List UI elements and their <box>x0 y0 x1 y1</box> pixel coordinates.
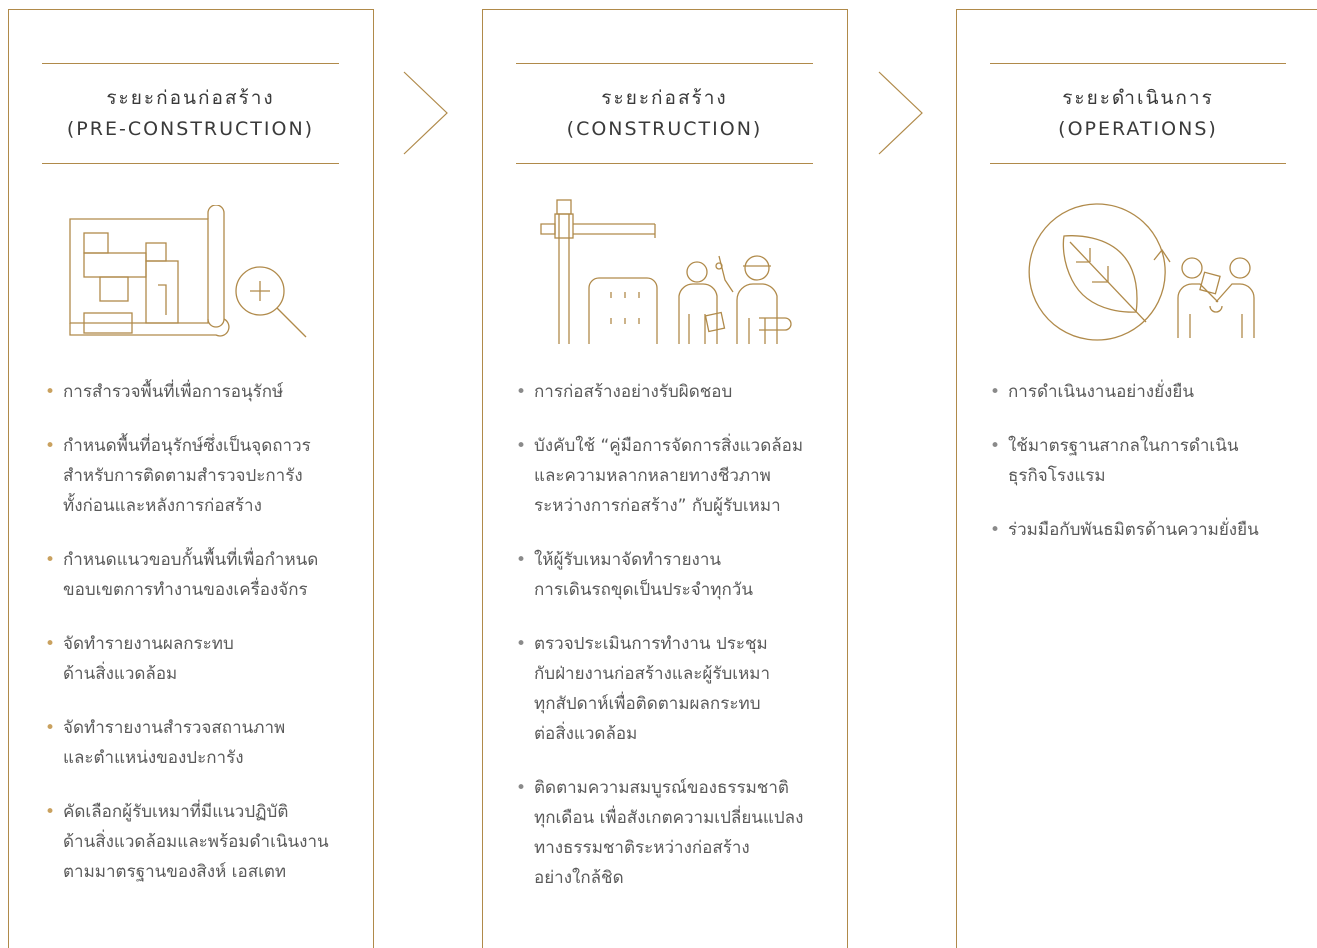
bullet-dot: • <box>990 382 1001 402</box>
phase-title-english: (OPERATIONS) <box>1058 118 1218 140</box>
bullet-dot: • <box>45 718 56 738</box>
bullet-dot: • <box>45 634 56 654</box>
list-item: •บังคับใช้ “คู่มือการจัดการสิ่งแวดล้อม แ… <box>516 431 816 521</box>
list-item: •จัดทำรายงานสำรวจสถานภาพ และตำแหน่งของปะ… <box>45 713 345 773</box>
bullet-dot: • <box>990 520 1001 540</box>
bullet-dot: • <box>45 802 56 822</box>
phase-title-thai: ระยะดำเนินการ <box>1062 87 1214 109</box>
phase-item-list: •การดำเนินงานอย่างยั่งยืน •ใช้มาตรฐานสาก… <box>990 377 1300 545</box>
list-item: •ใช้มาตรฐานสากลในการดำเนิน ธุรกิจโรงแรม <box>990 431 1300 491</box>
phase-title-english: (PRE-CONSTRUCTION) <box>66 118 315 140</box>
bullet-dot: • <box>516 778 527 798</box>
leaf-cycle-handshake-icon <box>1028 203 1255 341</box>
list-item: •การก่อสร้างอย่างรับผิดชอบ <box>516 377 816 407</box>
phase-title: ระยะก่อสร้าง (CONSTRUCTION) <box>516 83 813 145</box>
list-item: •ให้ผู้รับเหมาจัดทำรายงาน การเดินรถขุดเป… <box>516 545 816 605</box>
bullet-dot: • <box>516 550 527 570</box>
phase-item-list: •การสำรวจพื้นที่เพื่อการอนุรักษ์ •กำหนดพ… <box>45 377 345 887</box>
chevron-right-icon <box>403 71 448 155</box>
title-rule-top <box>990 63 1286 64</box>
list-item: •ติดตามความสมบูรณ์ของธรรมชาติ ทุกเดือน เ… <box>516 773 816 893</box>
phase-title: ระยะก่อนก่อสร้าง (PRE-CONSTRUCTION) <box>42 83 339 145</box>
list-item: •การสำรวจพื้นที่เพื่อการอนุรักษ์ <box>45 377 345 407</box>
bullet-dot: • <box>990 436 1001 456</box>
title-rule-top <box>42 63 339 64</box>
chevron-right-icon <box>878 71 923 155</box>
bullet-dot: • <box>45 550 56 570</box>
list-item: •กำหนดแนวขอบกั้นพื้นที่เพื่อกำหนด ขอบเขต… <box>45 545 345 605</box>
bullet-dot: • <box>516 382 527 402</box>
title-rule-bottom <box>990 163 1286 164</box>
crane-workers-icon <box>540 199 792 344</box>
phase-panel-operations <box>956 9 1317 948</box>
title-rule-bottom <box>516 163 813 164</box>
list-item: •ร่วมมือกับพันธมิตรด้านความยั่งยืน <box>990 515 1300 545</box>
phase-title-thai: ระยะก่อนก่อสร้าง <box>106 87 275 109</box>
bullet-dot: • <box>45 436 56 456</box>
phase-title-english: (CONSTRUCTION) <box>566 118 763 140</box>
list-item: •การดำเนินงานอย่างยั่งยืน <box>990 377 1300 407</box>
phase-panel-construction <box>482 9 848 948</box>
list-item: •กำหนดพื้นที่อนุรักษ์ซึ่งเป็นจุดถาวร สำห… <box>45 431 345 521</box>
phase-panel-pre-construction <box>8 9 374 948</box>
list-item: •จัดทำรายงานผลกระทบ ด้านสิ่งแวดล้อม <box>45 629 345 689</box>
bullet-dot: • <box>516 634 527 654</box>
blueprint-magnifier-icon <box>69 205 307 338</box>
list-item: •คัดเลือกผู้รับเหมาที่มีแนวปฏิบัติ ด้านส… <box>45 797 345 887</box>
phase-item-list: •การก่อสร้างอย่างรับผิดชอบ •บังคับใช้ “ค… <box>516 377 816 893</box>
list-item: •ตรวจประเมินการทำงาน ประชุม กับฝ่ายงานก่… <box>516 629 816 749</box>
bullet-dot: • <box>516 436 527 456</box>
bullet-dot: • <box>45 382 56 402</box>
phase-title-thai: ระยะก่อสร้าง <box>601 87 728 109</box>
title-rule-bottom <box>42 163 339 164</box>
phase-title: ระยะดำเนินการ (OPERATIONS) <box>990 83 1286 145</box>
title-rule-top <box>516 63 813 64</box>
